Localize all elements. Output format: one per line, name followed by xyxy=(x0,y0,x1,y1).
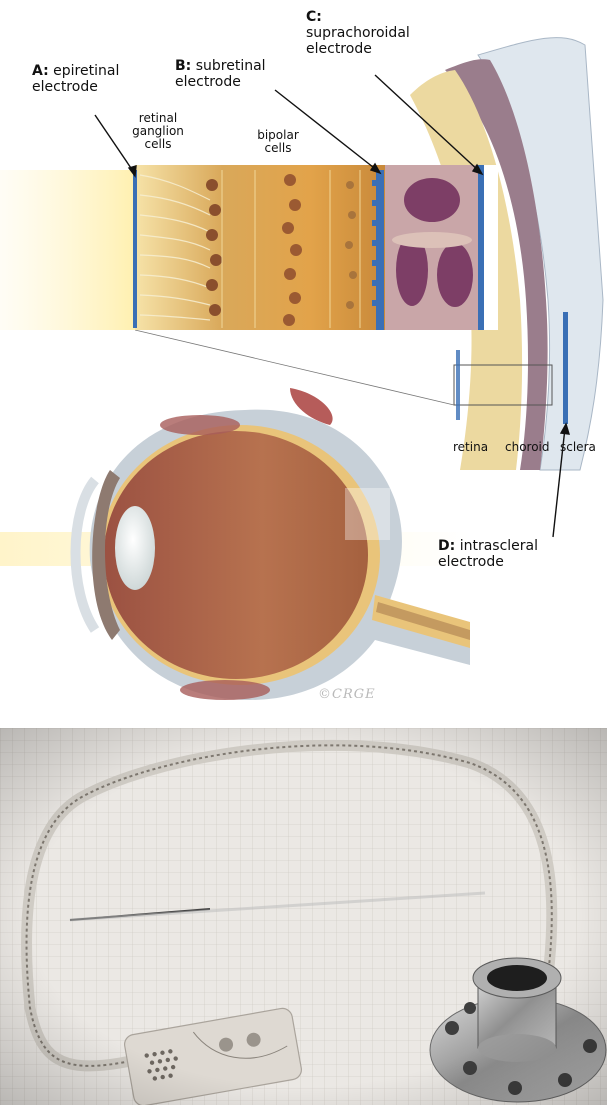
implant-device-photo xyxy=(0,728,607,1105)
intrascleral-electrode xyxy=(563,312,568,424)
epiretinal-electrode xyxy=(133,170,137,328)
light-glow xyxy=(0,170,135,330)
suprachoroidal-electrode xyxy=(478,165,484,330)
subretinal-electrode xyxy=(376,170,384,330)
label-choroid: choroid xyxy=(505,440,550,454)
inset-retina-electrode xyxy=(456,350,460,420)
diagram-artwork xyxy=(0,0,607,720)
device-photo-artwork xyxy=(0,728,607,1105)
artist-signature: ©CRGE xyxy=(318,687,376,702)
label-retina: retina xyxy=(453,440,488,454)
label-sclera: sclera xyxy=(560,440,596,454)
